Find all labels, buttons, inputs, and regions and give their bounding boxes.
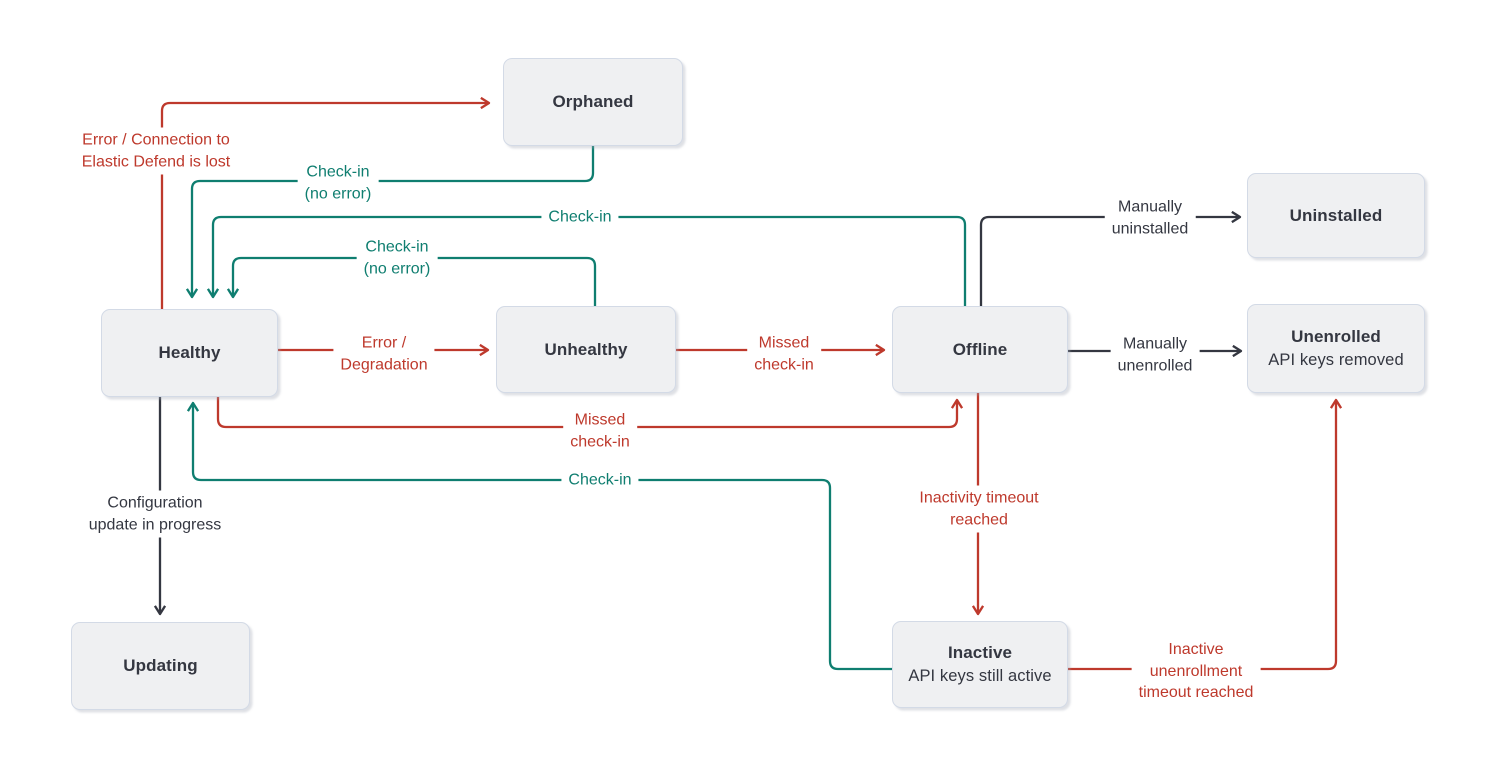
edge-orphaned-to-healthy: [185, 146, 595, 299]
node-unenrolled-label: Unenrolled: [1291, 327, 1381, 346]
edge-label-offline-to-unenrolled: Manually unenrolled: [1110, 331, 1200, 379]
edge-offline-to-uninstalled: [979, 210, 1242, 306]
node-updating-label: Updating: [123, 656, 198, 675]
node-offline: Offline: [892, 306, 1068, 393]
node-unhealthy: Unhealthy: [496, 306, 676, 393]
node-orphaned: Orphaned: [503, 58, 683, 146]
edge-label-inactive-to-healthy: Check-in: [561, 467, 639, 493]
edge-inactive-to-healthy: [186, 401, 892, 671]
node-unenrolled-sublabel: API keys removed: [1268, 351, 1404, 369]
node-uninstalled-label: Uninstalled: [1289, 205, 1383, 225]
node-unhealthy-label: Unhealthy: [544, 339, 628, 359]
edge-label-healthy-to-orphaned: Error / Connection to Elastic Defend is …: [74, 127, 238, 175]
edge-label-orphaned-to-healthy: Check-in (no error): [297, 159, 379, 207]
edge-label-healthy-to-unhealthy: Error / Degradation: [333, 330, 435, 378]
node-inactive-sublabel: API keys still active: [908, 667, 1052, 685]
node-uninstalled: Uninstalled: [1247, 173, 1425, 258]
node-inactive: Inactive API keys still active: [892, 621, 1068, 708]
edge-label-offline-to-uninstalled: Manually uninstalled: [1104, 194, 1196, 242]
edge-healthy-to-orphaned: [160, 96, 491, 309]
node-inactive-label: Inactive: [947, 643, 1013, 662]
edge-label-inactive-to-unenrolled: Inactive unenrollment timeout reached: [1131, 636, 1261, 706]
edge-offline-to-healthy: [206, 215, 967, 306]
node-offline-label: Offline: [952, 339, 1008, 359]
edge-label-healthy-to-offline: Missed check-in: [563, 407, 637, 455]
node-unenrolled: Unenrolled API keys removed: [1247, 304, 1425, 393]
node-healthy-label: Healthy: [158, 343, 221, 362]
edge-label-healthy-to-updating: Configuration update in progress: [81, 490, 229, 538]
edge-label-offline-to-inactive: Inactivity timeout reached: [912, 485, 1046, 533]
edge-inactive-to-unenrolled: [1068, 398, 1343, 671]
edge-label-offline-to-healthy: Check-in: [541, 204, 619, 230]
node-orphaned-label: Orphaned: [552, 92, 634, 111]
edge-label-unhealthy-to-healthy: Check-in (no error): [356, 234, 438, 282]
edge-label-unhealthy-to-offline: Missed check-in: [747, 330, 821, 378]
node-updating: Updating: [71, 622, 250, 710]
node-healthy: Healthy: [101, 309, 278, 397]
